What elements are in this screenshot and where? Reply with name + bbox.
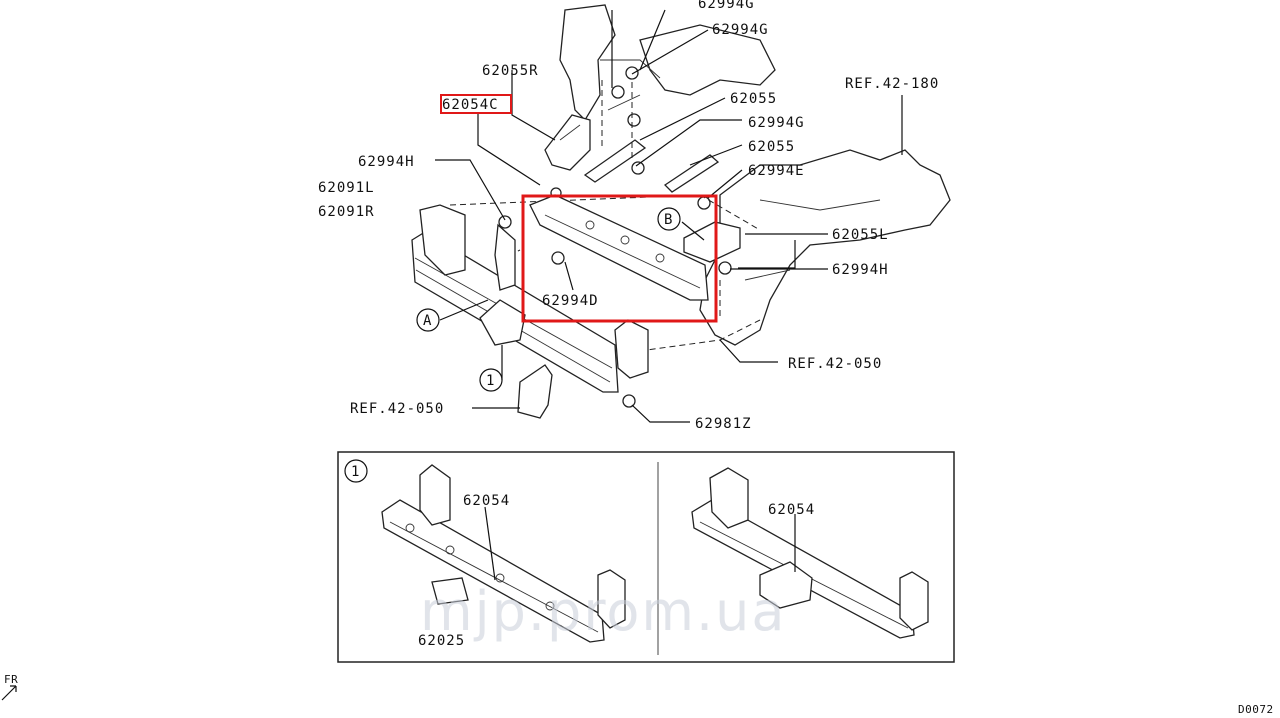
- svg-text:1: 1: [351, 464, 360, 480]
- inset-right-reinforcement: [691, 467, 929, 639]
- inset-label-62054-right: 62054: [768, 502, 815, 518]
- label-62055l: 62055L: [832, 227, 889, 243]
- fr-arrow-icon: FR: [1, 673, 18, 701]
- label-62994h-right: 62994H: [832, 262, 889, 278]
- label-62994g-top: 62994G: [698, 0, 755, 12]
- label-62055-1: 62055: [730, 91, 777, 107]
- label-62091l: 62091L: [318, 180, 375, 196]
- label-62091r: 62091R: [318, 204, 375, 220]
- highlight-box: [521, 194, 718, 323]
- label-ref-42-050-right: REF.42-050: [788, 356, 882, 372]
- label-62981z: 62981Z: [695, 416, 752, 432]
- label-ref-42-050-left: REF.42-050: [350, 401, 444, 417]
- inset-leader-lines: [484, 506, 796, 581]
- inset-label-62025: 62025: [418, 633, 465, 649]
- svg-text:FR: FR: [4, 673, 18, 686]
- label-62994e: 62994E: [748, 163, 805, 179]
- label-highlight-62054c: [440, 94, 512, 114]
- bolt-icons: [498, 66, 732, 408]
- inset-callout-1: 1: [344, 459, 368, 483]
- body-frame-outline: [559, 4, 776, 122]
- bracket-62055-upper: [583, 139, 720, 193]
- leader-lines: [435, 9, 903, 423]
- callout-b: B: [657, 207, 681, 231]
- watermark: mjp.prom.ua: [420, 580, 786, 643]
- callout-1: 1: [479, 368, 503, 392]
- svg-text:B: B: [664, 212, 673, 228]
- bracket-62055r: [544, 114, 591, 171]
- inset-left-reinforcement: [381, 464, 626, 643]
- label-62994h-left: 62994H: [358, 154, 415, 170]
- bumper-reinforcement-main: [411, 204, 649, 393]
- label-62055-2: 62055: [748, 139, 795, 155]
- lower-bracket-ref: [517, 364, 553, 419]
- label-62055r: 62055R: [482, 63, 539, 79]
- inset-label-62054-left: 62054: [463, 493, 510, 509]
- diagram-code: D0072: [1238, 703, 1274, 716]
- label-ref-42-180: REF.42-180: [845, 76, 939, 92]
- svg-text:1: 1: [486, 373, 495, 389]
- label-62994g-1: 62994G: [712, 22, 769, 38]
- callout-a: A: [416, 308, 440, 332]
- label-62994d: 62994D: [542, 293, 599, 309]
- cross-member-62054c: [529, 194, 741, 301]
- svg-text:A: A: [423, 313, 432, 329]
- label-62054c: 62054C: [442, 97, 499, 113]
- label-62994g-2: 62994G: [748, 115, 805, 131]
